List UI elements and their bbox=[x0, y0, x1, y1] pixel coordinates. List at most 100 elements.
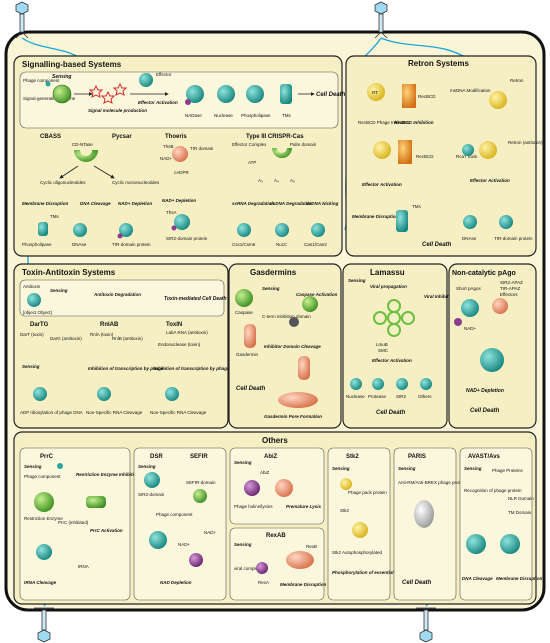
label-dartg-sensing: Sensing bbox=[22, 364, 40, 369]
gasdermins-title: Gasdermins bbox=[250, 268, 297, 277]
label-trna: tRNA bbox=[78, 564, 89, 569]
label-abiz-sensing: Sensing bbox=[234, 460, 252, 465]
signalling-title: Signalling-based Systems bbox=[22, 60, 122, 69]
label-dsr-nad: NAD+ bbox=[178, 542, 191, 547]
label-gasdermin-sensing: Sensing bbox=[262, 286, 280, 291]
nuclease-icon bbox=[217, 85, 235, 103]
label-palm-domain: Palm domain bbox=[290, 142, 317, 147]
label-lamassu-protease: Protease bbox=[368, 394, 387, 399]
label-premature: Premature Lysis bbox=[286, 504, 322, 509]
label-rexa: RexA bbox=[258, 580, 269, 585]
label-thoeris-nad-depletion: NAD+ Depletion bbox=[162, 198, 196, 203]
pago-title: Non-catalytic pAgo bbox=[452, 270, 516, 277]
label-tms: TMs bbox=[282, 113, 291, 118]
label-nuclease: Nuclease bbox=[214, 113, 233, 118]
label-dsr-sensing: Sensing bbox=[138, 464, 156, 469]
label-darg: DarG (antitoxin) bbox=[50, 336, 82, 341]
label-paris-sensing: Sensing bbox=[398, 466, 416, 471]
ta-title: Toxin-Antitoxin Systems bbox=[22, 268, 116, 277]
label-thsb: ThsB bbox=[163, 144, 174, 149]
label-dsr-phage: Phage component bbox=[156, 512, 193, 517]
smc-rings bbox=[373, 299, 415, 337]
label-nucc: NucC bbox=[276, 242, 288, 247]
label-cyclic-mono: Cyclic mononucleotides bbox=[112, 180, 160, 185]
panel-lamassu: Lamassu Sensing Viral propagation Viral … bbox=[342, 263, 455, 429]
label-pago-death: Cell Death bbox=[470, 408, 500, 414]
label-rt: RT bbox=[372, 90, 378, 95]
label-lmub: LmuB bbox=[376, 342, 388, 347]
label-can: Can1/Can2 bbox=[304, 242, 327, 247]
label-recognition: Recognition of phage protein bbox=[464, 488, 522, 493]
label-avast-dna: DNA Cleavage bbox=[462, 576, 493, 581]
label-lamassu-sir2: SIR2 bbox=[396, 394, 407, 399]
others-title: Others bbox=[262, 436, 288, 445]
label-smc: SMC bbox=[378, 348, 389, 353]
effector-protein bbox=[139, 73, 153, 87]
nadase-icon bbox=[186, 85, 204, 103]
pycsar-title: Pycsar bbox=[112, 134, 132, 140]
label-pago-nad: NAD+ bbox=[464, 326, 477, 331]
label-toxin-inhibition: Inhibition of transcription by phage bbox=[154, 366, 230, 371]
label-antitoxin-degradation: Antitoxin Degradation bbox=[93, 292, 141, 297]
paris-title: PARIS bbox=[408, 454, 426, 460]
label-cterm: C-term inhibition domain bbox=[262, 314, 311, 319]
label-retron-effector-activation-right: Effector Activation bbox=[470, 178, 510, 183]
label-prrc-phage: Phage component bbox=[24, 474, 61, 479]
label-effector-complex: Effector Complex bbox=[232, 142, 267, 147]
label-ta-sensing: Sensing bbox=[50, 288, 68, 293]
label-pore: Gasdermin Pore Formation bbox=[264, 414, 322, 419]
panel-others: Others PrrC Sensing Phage component Rest… bbox=[13, 431, 543, 605]
label-signal-production: Signal molecule production bbox=[88, 108, 147, 113]
label-retron-tms: TMs bbox=[412, 204, 421, 209]
label-rcat: RcaT toxin bbox=[456, 154, 478, 159]
label-dsdna-nick: dsDNA Nicking bbox=[306, 201, 339, 206]
label-caspase: Caspase bbox=[235, 310, 253, 315]
label-prrc-inhibited: PrrC (inhibited) bbox=[58, 520, 89, 525]
label-toxin: [object Object] bbox=[23, 310, 52, 315]
rexab-title: RexAB bbox=[266, 533, 286, 539]
label-cd-ntase: CD-NTase bbox=[72, 142, 93, 147]
label-tm-domain: TM Domain bbox=[508, 510, 532, 515]
label-ssrna: ssRNA Degradation bbox=[232, 201, 274, 206]
lamassu-title: Lamassu bbox=[370, 268, 405, 277]
label-tir-apaz: TIR-APAZ bbox=[500, 286, 520, 291]
label-dart: DarT (toxin) bbox=[20, 332, 44, 337]
prrc-title: PrrC bbox=[40, 454, 54, 460]
label-tir-domain: TIR domain bbox=[190, 146, 214, 151]
label-cadpr: cADPR bbox=[174, 170, 190, 175]
label-atp: ATP bbox=[248, 160, 256, 165]
label-retron-tir: TIR-domain protein bbox=[494, 236, 533, 241]
label-viral-complex: viral complex bbox=[234, 566, 261, 571]
phospholipase-icon bbox=[246, 85, 264, 103]
label-viral-prop: Viral propagation bbox=[370, 284, 407, 289]
label-retron-cell-death: Cell Death bbox=[422, 242, 452, 248]
signal-molecules bbox=[88, 82, 128, 104]
label-stk2: Stk2 bbox=[340, 508, 350, 513]
label-effector-activation: Effector Activation bbox=[138, 100, 178, 105]
label-dnase: DNAse bbox=[72, 242, 87, 247]
stk2-title: Stk2 bbox=[346, 454, 359, 460]
label-adp: ADP ribosylation of phage DNA bbox=[20, 410, 83, 415]
label-recbcd-inhibitors: RecBCD Phage Inhibitors bbox=[358, 120, 410, 125]
label-thoeris-nad: NAD+ bbox=[160, 156, 173, 161]
phage-component-dot bbox=[45, 81, 51, 87]
label-sensing: Sensing bbox=[52, 74, 71, 80]
label-antirm: Anti-RM/Anti-BREX phage protein bbox=[398, 480, 466, 485]
cd-ntase-protein bbox=[74, 150, 98, 162]
label-caspase-activation: Caspase Activation bbox=[296, 292, 338, 297]
label-sefir-nad: NAD+ bbox=[204, 530, 217, 535]
label-stk2-sensing: Sensing bbox=[332, 466, 350, 471]
label-thsa: ThsA bbox=[166, 210, 177, 215]
rnlab-title: RnlAB bbox=[100, 322, 119, 328]
label-phage-component: Phage component bbox=[23, 78, 60, 83]
label-cell-death: Cell Death bbox=[316, 92, 346, 98]
label-paris-death: Cell Death bbox=[402, 580, 432, 586]
tms-icon bbox=[280, 84, 292, 104]
label-pago-effectors: Effectors bbox=[500, 292, 518, 297]
label-phage-pack: Phage pack protein bbox=[348, 490, 387, 495]
panel-signalling: Signalling-based Systems Phage component… bbox=[13, 55, 346, 257]
label-prrc-activation: PrrC Activation bbox=[90, 528, 123, 533]
label-nlr: NLR Domain bbox=[508, 496, 534, 501]
label-retron-dnase: DNAse bbox=[462, 236, 477, 241]
label-lamassu-sensing: Sensing bbox=[348, 278, 366, 283]
